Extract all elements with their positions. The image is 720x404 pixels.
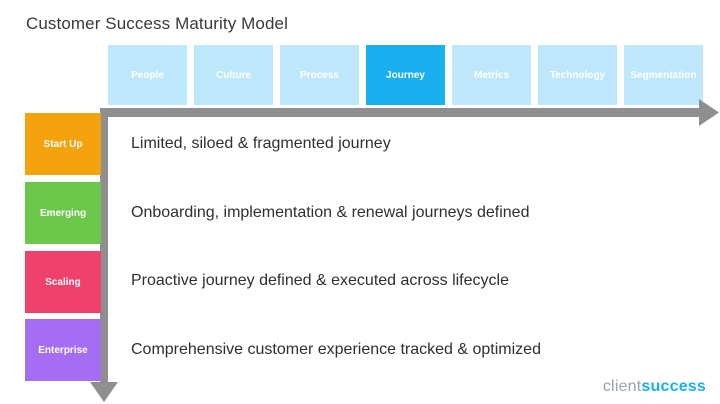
tab-metrics[interactable]: Metrics (452, 45, 531, 105)
vertical-axis (100, 108, 108, 384)
stage-enterprise-description: Comprehensive customer experience tracke… (131, 341, 541, 358)
clientsuccess-logo: clientsuccess (603, 378, 706, 396)
page-title: Customer Success Maturity Model (26, 14, 288, 33)
logo-part-success: success (641, 378, 706, 395)
stage-scaling: Scaling (25, 251, 101, 313)
horizontal-arrowhead-icon (699, 99, 719, 126)
tab-process[interactable]: Process (280, 45, 359, 105)
stage-emerging-description: Onboarding, implementation & renewal jou… (131, 204, 530, 221)
stage-scaling-description: Proactive journey defined & executed acr… (131, 272, 509, 289)
tab-journey[interactable]: Journey (366, 45, 445, 105)
logo-part-client: client (602, 378, 642, 395)
tab-culture[interactable]: Culture (194, 45, 273, 105)
stage-emerging: Emerging (25, 182, 101, 244)
stage-enterprise: Enterprise (25, 319, 101, 381)
stage-start-up-description: Limited, siloed & fragmented journey (131, 135, 391, 152)
horizontal-axis (103, 108, 700, 117)
tab-technology[interactable]: Technology (538, 45, 617, 105)
stage-start-up: Start Up (25, 113, 101, 175)
tab-segmentation[interactable]: Segmentation (624, 45, 703, 105)
vertical-arrowhead-icon (90, 382, 118, 402)
dimension-tabs: People Culture Process Journey Metrics T… (108, 45, 703, 105)
tab-people[interactable]: People (108, 45, 187, 105)
